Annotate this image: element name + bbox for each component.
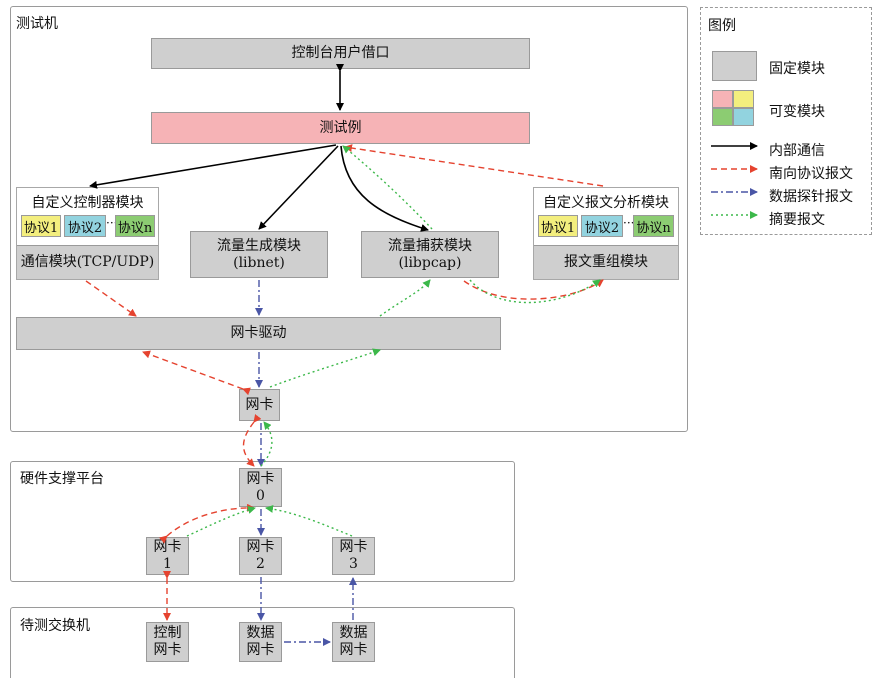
sw-data-nic-b-line1: 数据 bbox=[339, 625, 368, 641]
legend-variable-swatch bbox=[712, 90, 755, 127]
traffic-cap-lib: (libpcap) bbox=[398, 254, 462, 271]
legend-arrow-samples bbox=[711, 142, 758, 219]
sw-control-nic: 控制 网卡 bbox=[146, 622, 189, 662]
hw-nic-3: 网卡 3 bbox=[332, 537, 375, 575]
hw-nic-2-index: 2 bbox=[256, 556, 265, 572]
comm-module-label: 通信模块(TCP/UDP) bbox=[20, 254, 155, 270]
hw-nic-0-label: 网卡 bbox=[246, 470, 275, 487]
switch-panel-title: 待测交换机 bbox=[20, 618, 90, 634]
controller-protocol-ellipsis: ··· bbox=[106, 216, 118, 230]
hw-nic-0: 网卡 0 bbox=[239, 468, 282, 507]
hw-nic-3-label: 网卡 bbox=[339, 539, 368, 555]
console-module-label: 控制台用户借口 bbox=[291, 45, 390, 61]
parser-protocol-ellipsis: ··· bbox=[623, 216, 635, 230]
traffic-cap-module: 流量捕获模块 (libpcap) bbox=[361, 231, 499, 278]
reassembly-module-label: 报文重组模块 bbox=[564, 254, 648, 270]
custom-parser-group: 自定义报文分析模块 协议1 协议2 ··· 协议n 报文重组模块 bbox=[533, 187, 679, 280]
sw-control-nic-line2: 网卡 bbox=[153, 642, 182, 658]
sw-data-nic-a-line2: 网卡 bbox=[246, 642, 275, 658]
sw-data-nic-b-line2: 网卡 bbox=[339, 642, 368, 658]
sw-data-nic-b: 数据 网卡 bbox=[332, 622, 375, 662]
sw-data-nic-a-line1: 数据 bbox=[246, 625, 275, 641]
hardware-panel-title: 硬件支撑平台 bbox=[20, 471, 104, 487]
hw-nic-1-index: 1 bbox=[163, 556, 172, 572]
tester-nic-label: 网卡 bbox=[245, 396, 274, 413]
nic-driver-label: 网卡驱动 bbox=[230, 325, 287, 341]
tester-panel-title: 测试机 bbox=[16, 16, 58, 32]
parser-protocol-n: 协议n bbox=[633, 215, 674, 237]
sw-control-nic-line1: 控制 bbox=[153, 625, 182, 641]
reassembly-module: 报文重组模块 bbox=[534, 245, 678, 279]
controller-protocol-2: 协议2 bbox=[64, 215, 106, 237]
traffic-gen-lib: (libnet) bbox=[233, 254, 285, 271]
legend-internal-label: 内部通信 bbox=[769, 143, 825, 159]
custom-controller-group: 自定义控制器模块 协议1 协议2 ··· 协议n 通信模块(TCP/UDP) bbox=[16, 187, 159, 280]
sw-data-nic-a: 数据 网卡 bbox=[239, 622, 282, 662]
hw-nic-0-index: 0 bbox=[256, 487, 265, 504]
custom-parser-title: 自定义报文分析模块 bbox=[543, 195, 669, 211]
legend-southbound-label: 南向协议报文 bbox=[769, 166, 853, 182]
traffic-gen-label: 流量生成模块 bbox=[217, 237, 301, 254]
probe-arrows bbox=[255, 280, 357, 646]
testcase-module-label: 测试例 bbox=[319, 119, 362, 136]
legend-probe-label: 数据探针报文 bbox=[769, 189, 853, 205]
hw-nic-3-index: 3 bbox=[349, 556, 358, 572]
nic-driver-module: 网卡驱动 bbox=[16, 317, 501, 350]
traffic-cap-label: 流量捕获模块 bbox=[388, 237, 472, 254]
legend-variable-label: 可变模块 bbox=[769, 104, 825, 120]
custom-controller-title: 自定义控制器模块 bbox=[31, 195, 144, 211]
parser-protocol-1: 协议1 bbox=[538, 215, 578, 237]
summary-arrows bbox=[186, 145, 601, 537]
comm-module: 通信模块(TCP/UDP) bbox=[17, 245, 158, 279]
legend-fixed-label: 固定模块 bbox=[769, 61, 825, 77]
legend-title: 图例 bbox=[708, 18, 736, 34]
testcase-module: 测试例 bbox=[151, 112, 530, 144]
internal-arrows bbox=[89, 64, 429, 232]
southbound-arrows bbox=[85, 144, 604, 621]
traffic-gen-module: 流量生成模块 (libnet) bbox=[190, 231, 328, 278]
controller-protocol-n: 协议n bbox=[115, 215, 155, 237]
controller-protocol-1: 协议1 bbox=[21, 215, 61, 237]
legend: 图例 固定模块 可变模块 内部通信 南向协议报文 数据探针报文 摘要报文 bbox=[700, 7, 872, 235]
legend-fixed-swatch bbox=[712, 51, 757, 81]
parser-protocol-2: 协议2 bbox=[581, 215, 623, 237]
legend-summary-label: 摘要报文 bbox=[769, 212, 825, 228]
